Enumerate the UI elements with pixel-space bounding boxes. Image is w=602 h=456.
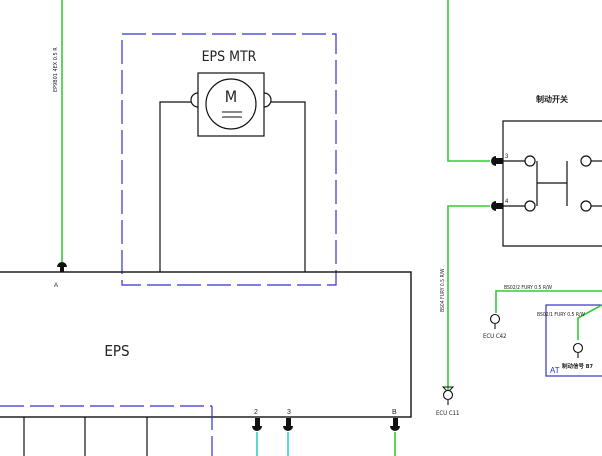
eps-supply-wire-label: EP9B01 4EX 0.5 R: [53, 47, 59, 92]
switch-contact-b2: [580, 200, 592, 212]
ecu-c11-label: ECU C11: [436, 410, 459, 417]
eps-motor-label: EPS MTR: [202, 49, 257, 65]
switch-contact-a1: [524, 155, 536, 167]
at-b7-label: 制动信号 B7: [562, 362, 593, 370]
at-module-boundary: [545, 304, 602, 377]
brake-switch-label: 制动开关: [536, 94, 568, 104]
bs02-1-wire-label: BS02/1 FURY 0.5 R/W: [537, 312, 585, 318]
pin-2-label: 2: [254, 409, 258, 416]
at-b7-connector: 制动信号 B7: [562, 342, 593, 370]
lower-connector-boundary: [0, 405, 213, 456]
pin-3-label: 3: [287, 409, 291, 416]
brake-switch-pin4-connector: 4: [491, 199, 509, 211]
pin-a-connector: A: [54, 262, 67, 289]
ecu-c42-connector: ECU C42: [483, 313, 506, 340]
pin-b-connector: B: [390, 409, 400, 456]
brake-switch-pin3-connector: 3: [491, 154, 509, 166]
pin-b-label: B: [392, 409, 397, 416]
eps-module-box: [0, 271, 412, 418]
bs04-wire-label: BS04 FURY 0.5 R/W: [440, 268, 446, 312]
at-label: AT: [550, 366, 560, 375]
bs02-2-wire-label: BS02/2 FURY 0.5 R/W: [504, 285, 552, 291]
pin-3-connector: 3: [283, 409, 293, 456]
eps-module-label: EPS: [104, 342, 129, 360]
eps-motor-symbol: M: [190, 72, 272, 137]
motor-m-symbol: M: [225, 87, 237, 106]
brake-switch-box: [502, 120, 602, 247]
sw-pin4-label: 4: [505, 199, 509, 205]
switch-contact-a2: [524, 200, 536, 212]
switch-contact-bridge: [536, 161, 568, 206]
motor-lead-right: [271, 101, 306, 272]
eps-motor-boundary: [121, 33, 337, 286]
pin-a-label: A: [54, 283, 58, 289]
ecu-c11-connector: ECU C11: [436, 386, 459, 417]
motor-lead-left: [159, 101, 191, 272]
bs04-wire: [447, 205, 490, 392]
ecu-c42-label: ECU C42: [483, 333, 506, 340]
bs02-1-wire: [577, 304, 602, 340]
sw-pin3-label: 3: [505, 154, 509, 160]
switch-contact-b1: [580, 155, 592, 167]
pin-2-connector: 2: [252, 409, 262, 456]
bs02-2-wire: [495, 290, 602, 313]
eps-supply-wire: EP9B01 4EX 0.5 R: [53, 0, 63, 262]
brake-switch-pin3-wire: [447, 0, 490, 162]
